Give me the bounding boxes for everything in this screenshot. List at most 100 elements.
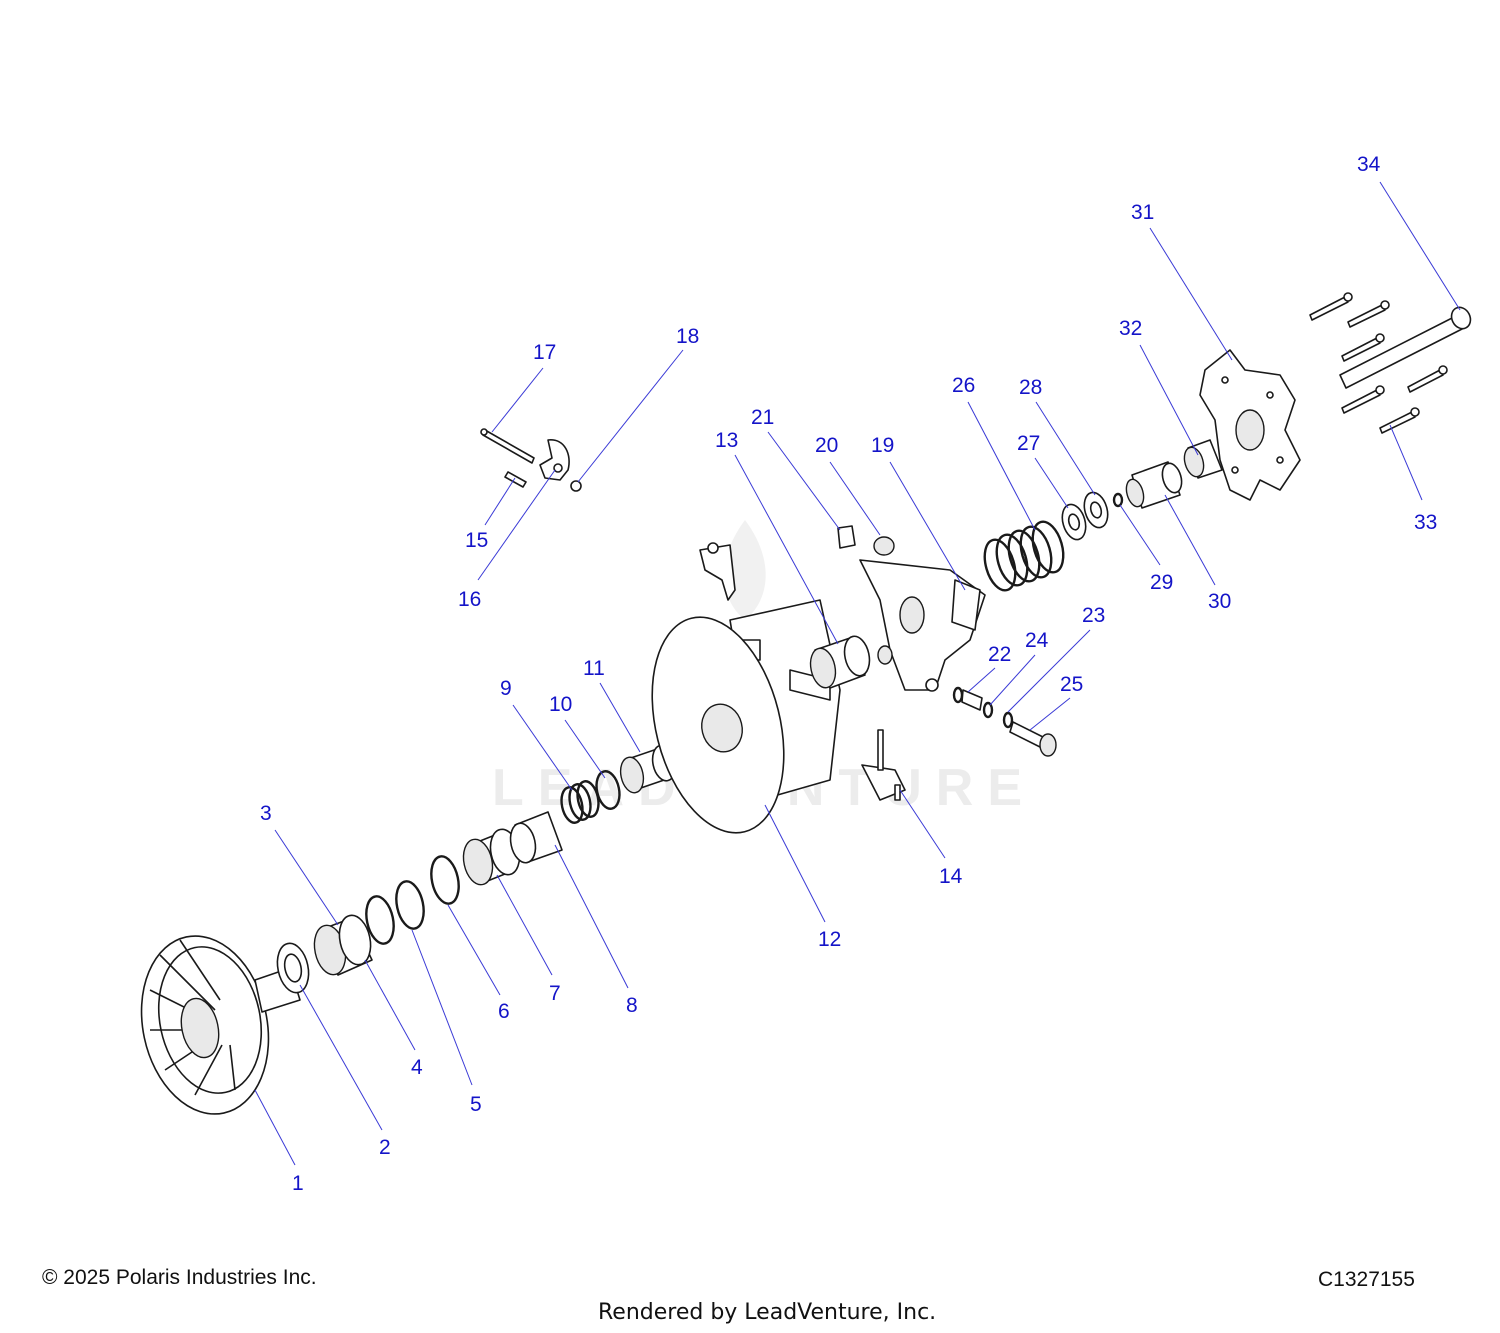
ring-part-10 [595,770,621,810]
callout-23: 23 [1082,604,1105,627]
slider-part-21 [837,525,856,549]
callout-6: 6 [498,1000,510,1023]
ring-part-5a [365,895,395,945]
leader-line-13 [734,454,839,645]
ring-part-24 [982,701,994,719]
leader-line-3 [274,829,339,926]
callout-20: 20 [815,434,838,457]
hub-part-30 [1125,461,1183,509]
leader-line-29 [1119,504,1161,566]
callout-32: 32 [1119,317,1142,340]
drawing-number: C1327155 [1318,1268,1415,1291]
callout-14: 14 [939,865,963,888]
leader-line-34 [1379,181,1461,311]
bushing-part-32 [1183,439,1223,479]
callout-34: 34 [1357,153,1381,176]
callout-labels: 1 2 3 4 5 6 7 8 9 10 11 12 13 14 15 16 1… [260,153,1437,1195]
copyright-text: © 2025 Polaris Industries Inc. [42,1266,317,1289]
leader-line-12 [764,804,826,923]
leader-line-18 [577,349,684,483]
washer-part-28 [1083,491,1109,529]
weight-arm-part-16 [539,439,570,481]
long-bolt-part-34 [1339,306,1472,389]
washer-part [276,942,310,994]
leader-line-9 [512,704,573,791]
leader-lines [254,181,1461,1166]
leader-line-5 [411,929,473,1086]
callout-30: 30 [1208,590,1231,613]
callout-11: 11 [583,657,605,680]
leader-line-32 [1139,344,1199,456]
leader-line-23 [1007,629,1091,713]
callout-18: 18 [676,325,699,348]
callout-24: 24 [1025,629,1049,652]
leader-line-31 [1149,227,1233,361]
leader-line-8 [554,844,629,989]
callout-27: 27 [1017,432,1040,455]
leader-line-1 [254,1089,296,1166]
collar-part [313,914,373,976]
callout-12: 12 [818,928,841,951]
callout-17: 17 [533,341,556,364]
leader-line-24 [989,654,1036,706]
callout-31: 31 [1131,201,1154,224]
ring-part-23 [1002,711,1014,729]
leader-line-25 [1029,697,1071,731]
leader-line-26 [967,401,1036,531]
callout-22: 22 [988,643,1011,666]
leader-line-15 [484,477,516,526]
callout-19: 19 [871,434,894,457]
callout-4: 4 [411,1056,423,1079]
leader-line-17 [491,367,544,433]
callout-21: 21 [751,406,774,429]
spring-part-26 [983,520,1065,592]
cover-plate-part-31 [1199,349,1301,501]
drive-sheave-part [140,935,301,1115]
button-part-20 [873,536,895,556]
washer-part-27 [1061,503,1087,541]
callout-26: 26 [952,374,975,397]
callout-13: 13 [715,429,738,452]
bearing-sleeve-part [462,828,521,886]
callout-7: 7 [549,982,561,1005]
callout-3: 3 [260,802,272,825]
callout-33: 33 [1414,511,1437,534]
leader-line-30 [1164,494,1216,586]
pin-part-17 [480,428,535,464]
leader-line-19 [889,461,966,591]
ring-part-22 [952,686,964,704]
leader-line-14 [899,789,946,859]
callout-9: 9 [500,677,512,700]
leader-line-22 [967,667,996,693]
leader-line-7 [496,874,553,976]
leader-line-11 [599,682,641,753]
bushing-part-8 [509,811,563,864]
leader-line-28 [1035,401,1096,496]
pin-part-25 [1009,721,1057,757]
bolt-set-part-33 [1309,292,1448,434]
callout-15: 15 [465,529,488,552]
moveable-sheave-part [651,599,841,834]
ring-part-5b [395,880,425,930]
leader-line-10 [564,719,606,779]
leader-line-6 [447,904,501,996]
callout-25: 25 [1060,673,1083,696]
callout-2: 2 [379,1136,391,1159]
bushing-part-22 [961,689,983,711]
callout-10: 10 [549,693,572,716]
leader-line-21 [767,431,841,531]
callout-28: 28 [1019,376,1042,399]
leader-line-16 [477,469,556,581]
leader-line-4 [364,959,416,1051]
leader-line-33 [1389,424,1423,501]
rendered-by-text: Rendered by LeadVenture, Inc. [598,1300,937,1325]
roller-pin-part [861,729,906,801]
callout-16: 16 [458,588,481,611]
pin-part-15 [504,471,527,488]
callout-29: 29 [1150,571,1173,594]
bushing-part-13 [809,635,871,689]
button-part-20b [877,645,893,665]
leader-line-27 [1034,457,1069,509]
weight-arm-assembly [699,542,736,601]
